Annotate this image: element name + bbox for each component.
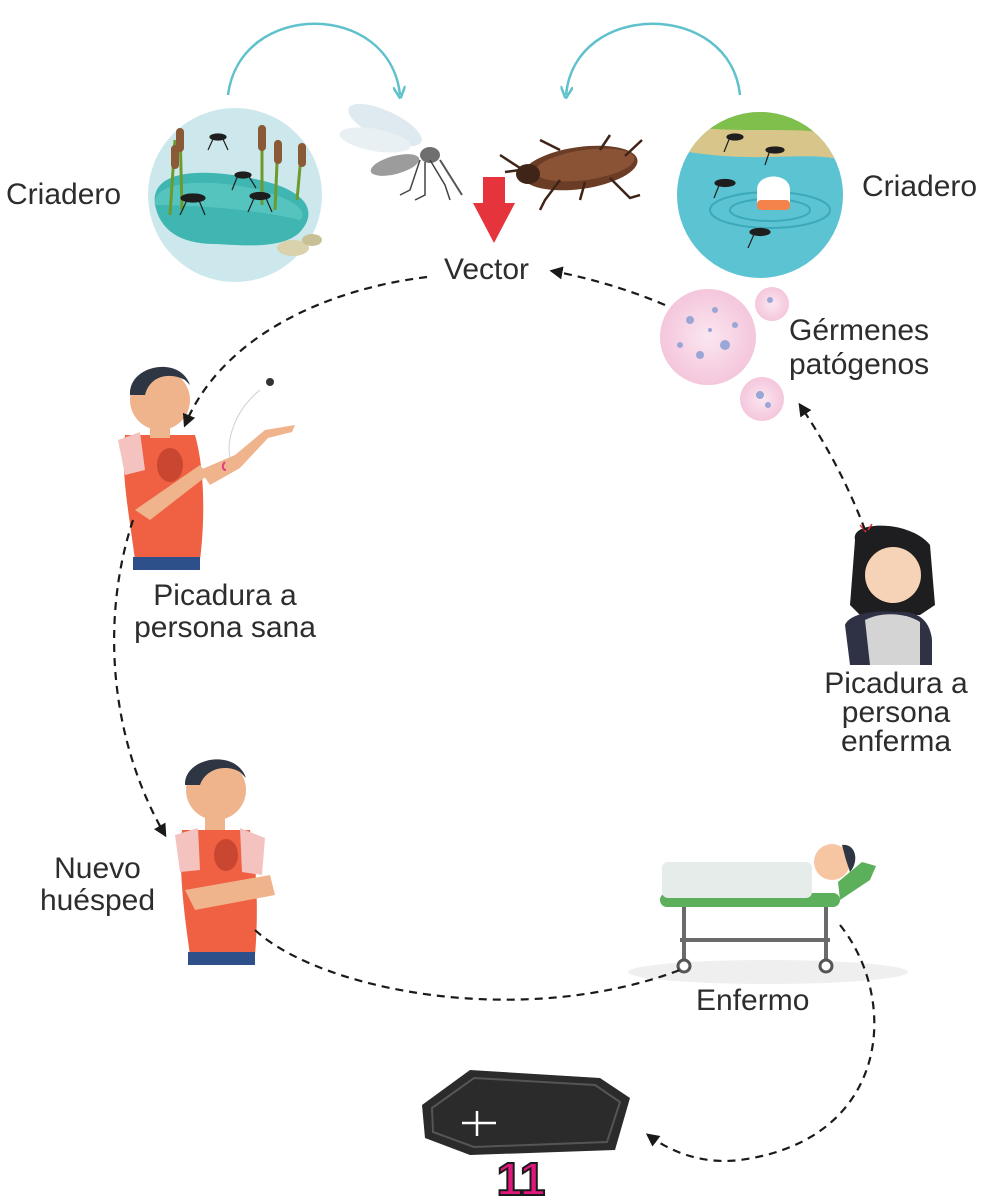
woman-icon [845, 523, 935, 665]
water-circle-icon [677, 112, 843, 278]
page-number-badge: 11 [496, 1152, 547, 1199]
label-sick: Enfermo [696, 984, 810, 1017]
cross-icon [462, 1111, 496, 1136]
coffin-icon [422, 1070, 630, 1155]
label-bite-healthy: Picadura a persona sana [134, 579, 316, 644]
boy-icon [175, 759, 275, 965]
germ-icon [660, 287, 789, 421]
label-breeding-left: Criadero [6, 178, 122, 211]
stretcher-icon [628, 844, 908, 984]
mosquito-icon [339, 103, 463, 201]
label-vector: Vector [444, 253, 530, 286]
cycle-arrows [113, 266, 876, 1162]
label-germs: Gérmenes patógenos [789, 314, 930, 381]
boy-icon [118, 366, 295, 570]
pond-icon [148, 108, 322, 282]
label-new-host: Nuevo huésped [39, 852, 156, 917]
page-number: 11 [497, 1153, 546, 1199]
teal-arrows [226, 22, 742, 95]
cockroach-icon [499, 134, 643, 211]
red-down-arrow-icon [473, 177, 515, 243]
label-breeding-right: Criadero [862, 170, 978, 203]
label-bite-sick: Picadura a persona enferma [824, 667, 968, 758]
